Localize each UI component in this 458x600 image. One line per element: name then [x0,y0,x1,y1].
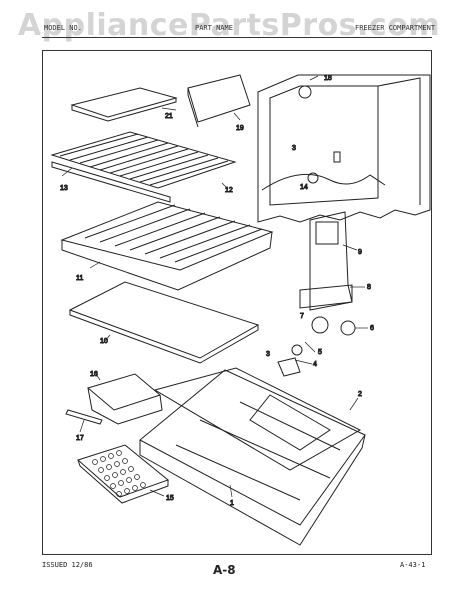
part-11-ribbed-shelf [60,201,274,291]
callout-18: 18 [324,75,332,82]
callout-19: 19 [236,125,244,132]
header-model-label: MODEL NO. [44,24,82,32]
leader-lines [61,75,368,498]
part-16-crisper-pan [86,373,163,425]
part-17-handle [65,409,103,425]
callout-12: 12 [225,187,233,194]
callout-7: 7 [300,313,304,320]
cabinet-illustration [257,74,431,223]
header-rule [42,37,432,38]
callout-15: 15 [166,495,174,502]
footer-page-number: A-8 [213,563,236,577]
part-19-panel [187,74,251,128]
callout-3b: 3 [266,351,270,358]
callout-11: 11 [76,275,83,282]
callout-3: 3 [292,145,296,152]
part-13-support-rail [51,161,171,203]
callout-5: 5 [318,349,322,356]
part-21-shelf [70,87,178,122]
callout-10: 10 [100,338,108,345]
callout-16: 16 [90,371,98,378]
part-8-evaporator-cover [299,211,353,311]
callout-1: 1 [230,500,234,507]
header-section-label: FREEZER COMPARTMENT [355,24,436,32]
part-15-ice-tray [77,444,170,504]
callout-4: 4 [313,361,317,368]
callout-14: 14 [300,184,308,191]
callout-17: 17 [76,435,84,442]
callout-9: 9 [358,249,362,256]
callout-13: 13 [60,185,68,192]
callout-6: 6 [370,325,374,332]
callout-21: 21 [165,113,173,120]
diagram-frame [42,50,432,555]
part-12-wire-shelf [50,131,237,189]
callout-8: 8 [367,284,371,291]
footer-issued-date: ISSUED 12/86 [42,561,93,569]
part-10-glass-plate [68,281,260,364]
callout-2: 2 [358,391,362,398]
footer-doc-code: A-43-1 [400,561,426,569]
part-1-2-freezer-liner [139,367,366,546]
header-part-label: PART NAME [195,24,233,32]
